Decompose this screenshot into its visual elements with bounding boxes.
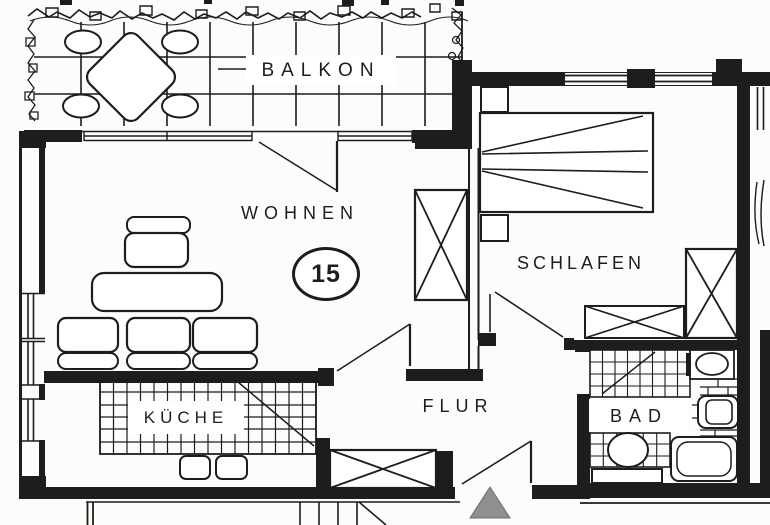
bath-mat — [591, 468, 663, 484]
sofa — [56, 316, 259, 370]
room-label-balkon: BALKON — [246, 55, 396, 85]
railing-plants — [24, 0, 469, 122]
toilet — [607, 432, 649, 468]
balcony-door-swing — [258, 141, 339, 192]
kitchen-stools — [179, 455, 248, 480]
room-label-flur: FLUR — [422, 396, 494, 416]
double-bed — [478, 111, 655, 214]
bathtub — [670, 436, 738, 482]
armchair — [123, 216, 191, 269]
balcony-dining-table — [85, 31, 177, 123]
nightstand — [480, 86, 509, 242]
room-label-kueche: KÜCHE — [128, 401, 244, 434]
room-label-schlafen: SCHLAFEN — [516, 253, 646, 273]
washing-machine — [686, 349, 735, 380]
hallway-closet — [328, 448, 438, 490]
washbasin — [692, 395, 739, 429]
bedroom-dresser — [584, 305, 685, 339]
bedroom-door-swing — [489, 291, 564, 338]
living-room-door-swing — [336, 323, 412, 372]
staircase — [86, 501, 460, 525]
room-label-bad: BAD — [589, 399, 689, 432]
entrance-arrow — [469, 486, 511, 519]
entrance-door-swing — [461, 440, 533, 485]
unit-number: 15 — [311, 259, 341, 288]
balcony-chairs — [62, 29, 199, 119]
bedroom-wardrobe — [684, 247, 739, 340]
neighbour-walls — [754, 87, 770, 490]
room-label-wohnen: WOHNEN — [241, 203, 359, 223]
unit-number-badge: 15 — [292, 247, 360, 301]
coffee-table — [90, 271, 224, 313]
living-room-wardrobe — [413, 188, 469, 302]
